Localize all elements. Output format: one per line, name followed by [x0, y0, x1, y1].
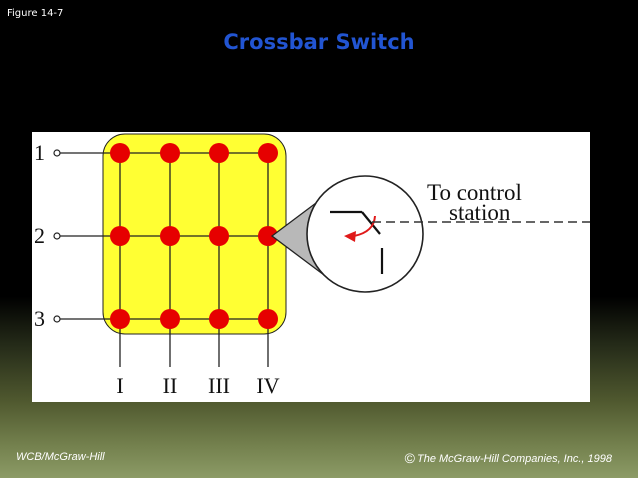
crosspoint-1-3 — [209, 143, 229, 163]
crossbar-diagram: 1 2 3 I II — [34, 133, 590, 398]
crosspoint-3-2 — [160, 309, 180, 329]
footer-copyright-text: The McGraw-Hill Companies, Inc., 1998 — [416, 453, 612, 465]
copyright-icon: © — [404, 450, 415, 466]
crosspoints — [110, 143, 278, 329]
input-terminal-icon — [53, 232, 61, 240]
switch-motion-arrow-icon — [353, 215, 376, 237]
input-label-3: 3 — [34, 306, 45, 331]
slide-title: Crossbar Switch — [223, 30, 415, 54]
crosspoint-1-1 — [110, 143, 130, 163]
crosspoint-1-2 — [160, 143, 180, 163]
callout-label-line2: station — [449, 200, 511, 225]
figure-label: Figure 14-7 — [7, 8, 64, 19]
input-label-2: 2 — [34, 223, 45, 248]
output-label-4: IV — [256, 373, 279, 398]
input-terminal-icon — [53, 315, 61, 323]
crossbar-diagram-panel: 1 2 3 I II — [32, 132, 590, 402]
output-label-3: III — [208, 373, 230, 398]
callout-label-line1: To control — [427, 180, 522, 205]
switch-contact-lever — [361, 211, 381, 235]
crosspoint-3-1 — [110, 309, 130, 329]
output-label-2: II — [163, 373, 178, 398]
crosspoint-2-1 — [110, 226, 130, 246]
switch-arrowhead-icon — [344, 231, 356, 242]
magnified-switch-contact-icon — [306, 175, 424, 293]
input-terminal-icon — [53, 149, 61, 157]
magnifier-circle — [306, 175, 424, 293]
footer-copyright: ©The McGraw-Hill Companies, Inc., 1998 — [405, 450, 612, 466]
crosspoint-1-4 — [258, 143, 278, 163]
output-lines: I II III IV — [116, 153, 280, 398]
crosspoint-2-3 — [209, 226, 229, 246]
crosspoint-3-4 — [258, 309, 278, 329]
footer-publisher: WCB/McGraw-Hill — [16, 451, 105, 463]
input-label-1: 1 — [34, 140, 45, 165]
output-column-1: I — [116, 153, 124, 398]
crosspoint-2-2 — [160, 226, 180, 246]
crosspoint-2-4 — [258, 226, 278, 246]
output-column-3: III — [208, 153, 230, 398]
output-label-1: I — [116, 373, 123, 398]
output-column-4: IV — [256, 153, 280, 398]
crosspoint-3-3 — [209, 309, 229, 329]
output-column-2: II — [163, 153, 178, 398]
